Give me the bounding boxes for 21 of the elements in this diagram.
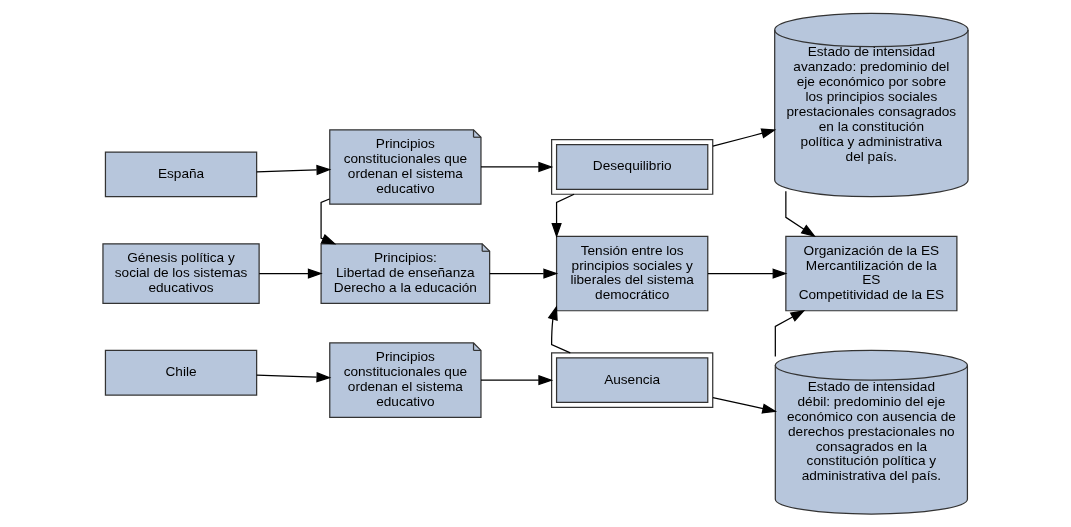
node-box: Génesis política y social de los sistemas educativos [102,243,260,304]
arrow [256,164,332,176]
node-box: Tensión entre los principios sociales y liberales del sistema democrático [555,235,709,312]
node-box: Desequilibrio [551,139,714,195]
node-box: Ausencia [551,352,714,409]
node-box: España [104,151,258,198]
arrow [480,161,554,173]
arrow [320,198,337,245]
arrow [480,374,554,386]
arrow [256,372,332,383]
arrow [712,397,778,414]
arrow [551,193,575,238]
arrow [489,268,559,279]
arrow [774,309,806,358]
arrow [712,128,777,147]
arrow [785,190,816,238]
arrow [707,268,788,279]
arrow [258,268,323,279]
arrow [547,305,571,354]
node-box: Organización de la ES Mercantilización de la ES Competitividad de la ES [785,235,958,312]
node-box: Chile [104,349,258,396]
